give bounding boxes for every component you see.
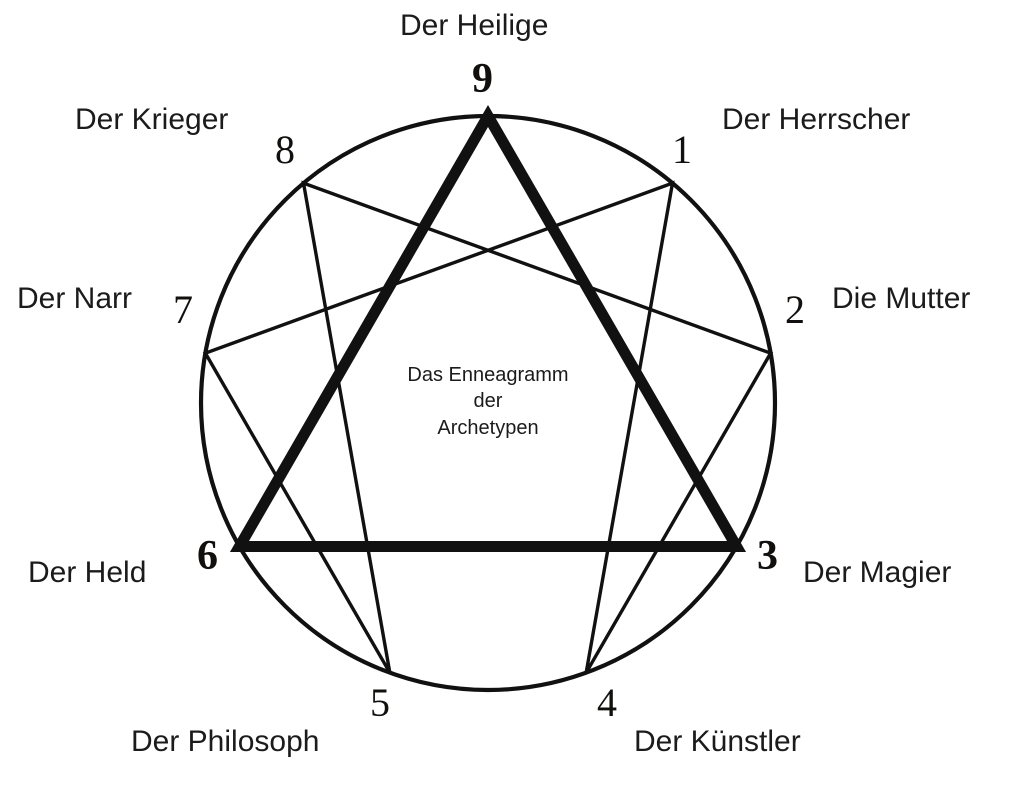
- point-label-8: Der Krieger: [75, 103, 229, 136]
- point-label-2: Die Mutter: [832, 282, 971, 315]
- point-number-8: 8: [275, 127, 295, 172]
- center-caption-line-2: der: [473, 390, 503, 413]
- point-label-9: Der Heilige: [400, 9, 549, 42]
- point-label-3: Der Magier: [803, 556, 952, 589]
- point-label-4: Der Künstler: [634, 725, 801, 758]
- point-number-6: 6: [197, 533, 218, 579]
- point-number-1: 1: [672, 127, 692, 172]
- center-caption-line-3: Archetypen: [437, 416, 539, 439]
- point-label-1: Der Herrscher: [722, 103, 911, 136]
- center-caption: Das Enneagramm der Archetypen: [358, 362, 618, 441]
- point-label-5: Der Philosoph: [131, 725, 320, 758]
- point-label-7: Der Narr: [17, 282, 133, 315]
- point-number-4: 4: [597, 680, 617, 725]
- point-number-9: 9: [472, 56, 493, 102]
- point-number-7: 7: [173, 287, 193, 332]
- enneagram-hexad-lines: [202, 180, 774, 674]
- point-number-2: 2: [785, 287, 805, 332]
- center-caption-line-1: Das Enneagramm: [407, 364, 569, 386]
- point-number-3: 3: [757, 533, 778, 579]
- point-label-6: Der Held: [28, 556, 147, 589]
- point-number-5: 5: [370, 680, 390, 725]
- enneagram-triangle: [229, 105, 747, 552]
